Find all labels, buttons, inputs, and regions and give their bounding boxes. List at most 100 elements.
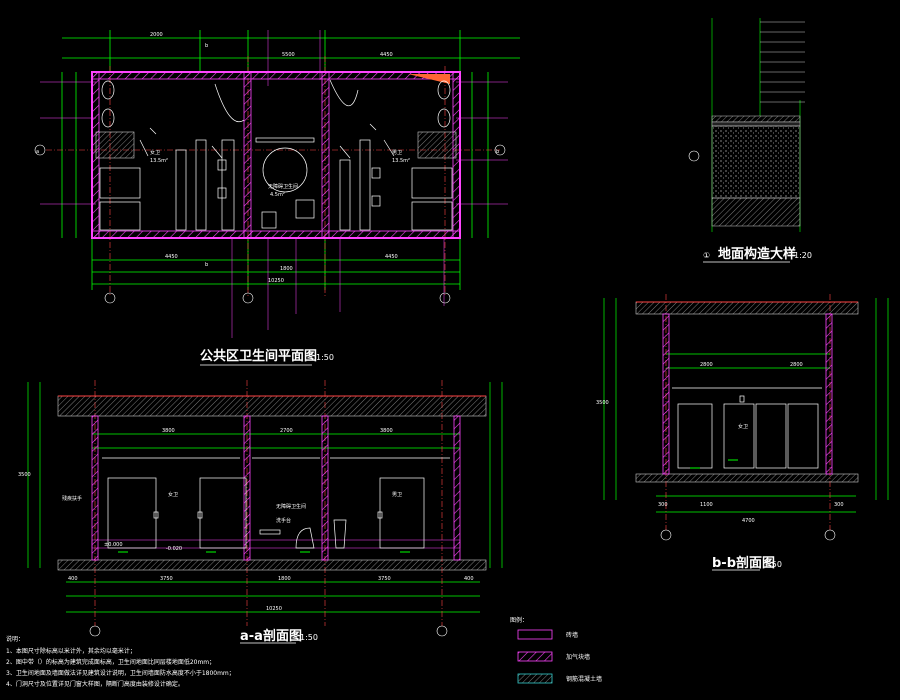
aa-dim-top-1: 3800 <box>162 428 175 434</box>
section-aa: 女卫 无障碍卫生间 男卫 残疾扶手 洗手台 3800 2700 3800 400… <box>18 380 503 644</box>
detail-number: ① <box>703 251 710 260</box>
aa-label-grab-bar: 残疾扶手 <box>62 495 82 502</box>
plan-axis-bubbles <box>34 144 506 304</box>
bb-drains <box>690 459 738 469</box>
bb-dim-lines <box>603 298 889 513</box>
bb-axis-lines <box>665 294 831 530</box>
legend-label-brick: 砖墙 <box>566 631 578 639</box>
plan-room-female-area: 13.5m² <box>150 158 168 164</box>
aa-height: 3500 <box>18 472 31 478</box>
detail-finish-layer <box>711 115 801 123</box>
plan-room-labels: 女卫 13.5m² 无障碍卫生间 4.5m² 男卫 13.5m² <box>150 149 410 198</box>
detail-concrete-layer <box>711 125 801 199</box>
legend-swatch-concrete <box>517 673 553 684</box>
bb-dim-bottom-2: 1100 <box>700 502 713 508</box>
note-3: 3、卫生间地面及墙面做法详见建筑设计说明，卫生间墙面防水高度不小于1800mm； <box>6 669 235 677</box>
bb-roof-slab <box>635 301 859 315</box>
plan-dim-top-2: b <box>205 43 208 49</box>
aa-label-basin: 洗手台 <box>276 517 291 524</box>
aa-partitions <box>102 457 450 549</box>
plan-scale: 1:50 <box>316 353 334 362</box>
aa-dim-top-2: 2700 <box>280 428 293 434</box>
bb-labels: 女卫 2800 2800 300 1100 4700 300 3500 <box>596 362 844 524</box>
aa-level-2: -0.020 <box>166 546 182 552</box>
plan-dim-top-4: 4450 <box>380 52 393 58</box>
bb-dim-top-1: 2800 <box>700 362 713 368</box>
aa-roof-slab <box>57 395 487 417</box>
plan-axis-b: b <box>496 149 499 155</box>
detail-callout-lines <box>760 21 805 103</box>
detail-scale: 1:20 <box>794 251 812 260</box>
legend-swatch-block <box>517 651 553 662</box>
plan-dim-top-1: 2000 <box>150 32 163 38</box>
legend-swatch-brick <box>517 629 553 640</box>
aa-room-male: 男卫 <box>392 492 402 498</box>
bb-dim-top-2: 2800 <box>790 362 803 368</box>
aa-floor-slab <box>57 559 487 571</box>
plan-title: 公共区卫生间平面图 <box>200 348 317 364</box>
floor-detail: ① 地面构造大样 1:20 <box>688 18 812 263</box>
legend: 图例： 砖墙 加气块墙 钢筋混凝土墙 <box>510 616 602 684</box>
note-2: 2、图中带（）的标高为建筑完成面标高，卫生间地面比同层楼地面低20mm； <box>6 658 215 666</box>
bb-axis-bubbles <box>660 529 836 541</box>
aa-dim-bottom-3: 1800 <box>278 576 291 582</box>
bb-room-female: 女卫 <box>738 423 748 430</box>
plan-room-female: 女卫 <box>150 149 160 156</box>
plan-dim-top-3: 5500 <box>282 52 295 58</box>
aa-level-1: ±0.000 <box>104 542 123 548</box>
aa-axis-bubbles <box>89 625 448 637</box>
bb-dim-bottom-3: 4700 <box>742 518 755 524</box>
aa-title-block: a-a剖面图 1:50 <box>240 628 318 644</box>
plan-dim-bottom-1: 4450 <box>165 254 178 260</box>
section-bb: 女卫 2800 2800 300 1100 4700 300 3500 b-b剖… <box>596 294 889 571</box>
notes-heading: 说明： <box>6 635 24 643</box>
aa-dim-bottom-5: 400 <box>464 576 474 582</box>
bb-dim-bottom-1: 300 <box>658 502 668 508</box>
aa-room-accessible: 无障碍卫生间 <box>276 503 306 510</box>
plan-dimensions: 2000 b 5500 4450 4450 b 1800 4450 10250 … <box>36 32 499 284</box>
aa-labels: 女卫 无障碍卫生间 男卫 残疾扶手 洗手台 3800 2700 3800 400… <box>18 428 474 612</box>
detail-soil-layer <box>711 197 801 227</box>
aa-dim-lines <box>27 382 503 613</box>
detail-marker <box>688 150 700 162</box>
bb-partitions <box>672 387 822 469</box>
note-1: 1、本图尺寸除标高以米计外，其余均以毫米计； <box>6 647 136 655</box>
detail-mortar-layer <box>711 121 801 127</box>
bb-dim-bottom-4: 300 <box>834 502 844 508</box>
plan-walls <box>91 71 461 239</box>
plan-dim-bottom-3: 1800 <box>280 266 293 272</box>
aa-dim-bottom-1: 400 <box>68 576 78 582</box>
plan-room-male-area: 13.5m² <box>392 158 410 164</box>
detail-title-block: ① 地面构造大样 1:20 <box>703 246 812 263</box>
plan-title-block: 公共区卫生间平面图 1:50 <box>200 348 334 366</box>
aa-dim-top-3: 3800 <box>380 428 393 434</box>
plan-dim-bottom-4: 4450 <box>385 254 398 260</box>
aa-dim-total: 10250 <box>266 606 282 612</box>
aa-axis-lines <box>94 380 443 626</box>
plan-axis-a: a <box>36 149 39 155</box>
aa-room-female: 女卫 <box>168 491 178 498</box>
aa-walls <box>91 415 461 561</box>
plan-dim-bottom-2: b <box>205 262 208 268</box>
legend-label-concrete: 钢筋混凝土墙 <box>566 675 602 683</box>
plan-dim-total: 10250 <box>268 278 284 284</box>
bb-height: 3500 <box>596 400 609 406</box>
plan-leaders <box>40 30 508 338</box>
floor-plan: 女卫 13.5m² 无障碍卫生间 4.5m² 男卫 13.5m² 2000 b … <box>34 30 520 366</box>
plan-fixtures <box>99 79 453 231</box>
plan-room-accessible-area: 4.5m² <box>270 192 285 198</box>
notes: 说明： 1、本图尺寸除标高以米计外，其余均以毫米计； 2、图中带（）的标高为建筑… <box>6 635 235 688</box>
aa-scale: 1:50 <box>300 633 318 642</box>
aa-title: a-a剖面图 <box>240 628 302 644</box>
aa-dim-bottom-4: 3750 <box>378 576 391 582</box>
detail-title: 地面构造大样 <box>718 246 796 262</box>
bb-floor-slab <box>635 473 859 483</box>
plan-dim-lines <box>61 30 520 290</box>
bb-title: b-b剖面图 <box>712 555 775 571</box>
bb-scale: 1:50 <box>764 560 782 569</box>
note-4: 4、门洞尺寸及位置详见门窗大样图，隔断门高度由装修设计确定。 <box>6 680 184 688</box>
plan-room-male: 男卫 <box>392 150 402 156</box>
bb-walls <box>662 313 833 475</box>
